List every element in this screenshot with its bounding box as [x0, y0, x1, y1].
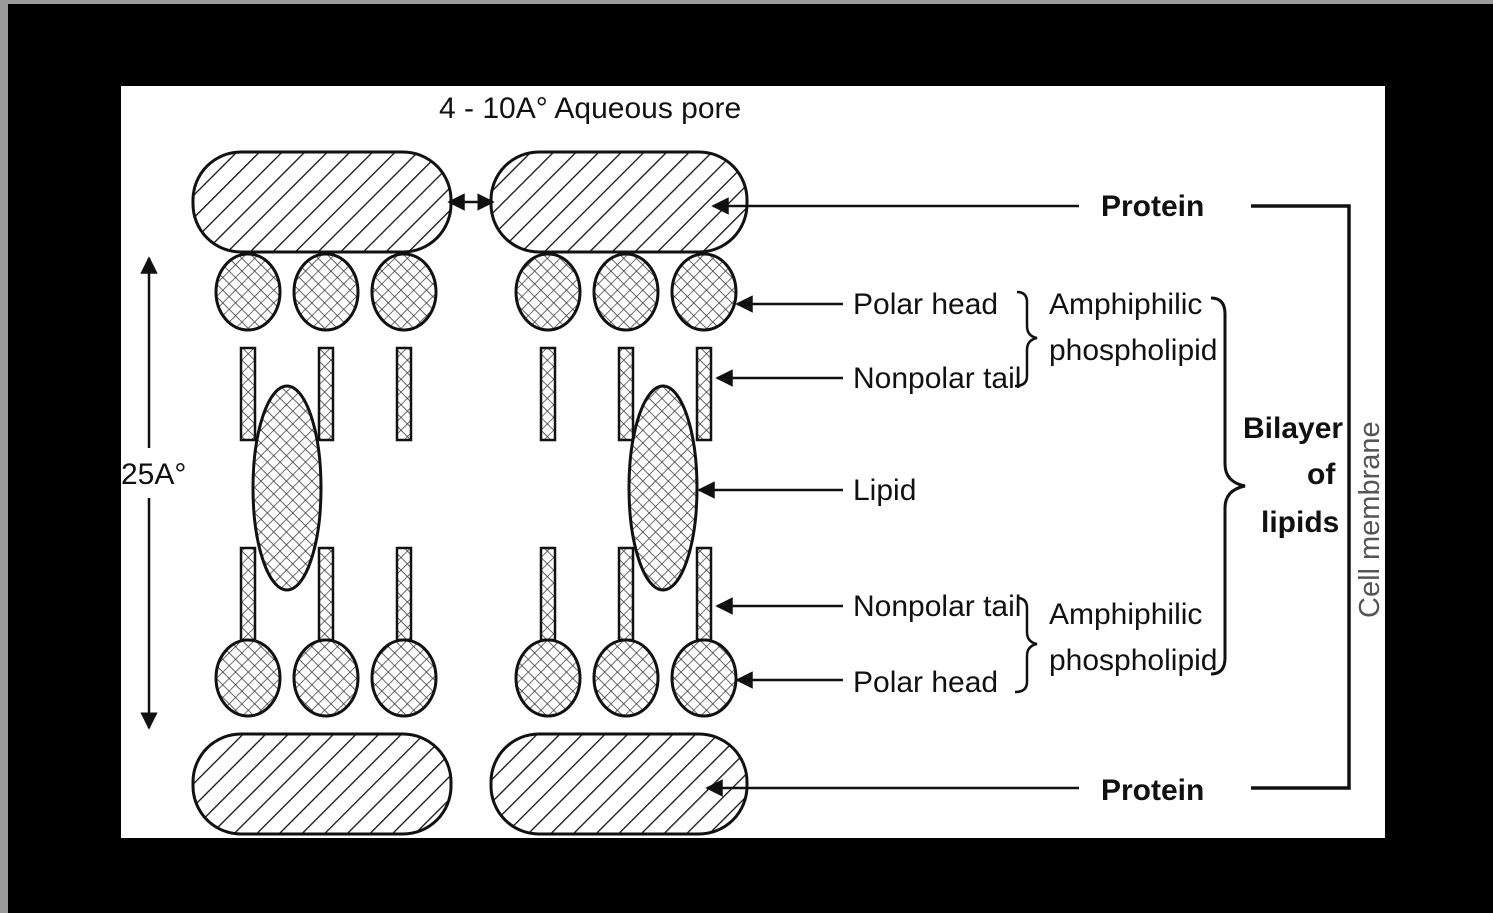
label-bilayer-3: lipids	[1261, 506, 1339, 539]
label-nonpolar-tail-top: Nonpolar tail	[853, 362, 1021, 395]
protein-top-right	[491, 152, 747, 252]
label-polar-head-top: Polar head	[853, 288, 998, 321]
screen-border-left	[0, 0, 8, 913]
bracket-cell-membrane	[1251, 206, 1349, 788]
label-amphiphilic-top-1: Amphiphilic	[1049, 288, 1202, 321]
protein-bottom-right	[491, 734, 747, 834]
lipid-right	[629, 386, 697, 590]
label-cell-membrane: Cell membrane	[1354, 421, 1385, 618]
upper-polar-heads	[216, 254, 736, 330]
lower-polar-heads	[216, 640, 736, 716]
label-lipid: Lipid	[853, 474, 916, 507]
lipid-left	[253, 386, 321, 590]
label-amphiphilic-top-2: phospholipid	[1049, 334, 1217, 367]
label-bilayer-1: Bilayer	[1243, 412, 1343, 445]
screen-border-top	[0, 0, 1493, 4]
label-bilayer-2: of	[1307, 458, 1336, 491]
label-amphiphilic-bottom-1: Amphiphilic	[1049, 598, 1202, 631]
label-protein-bottom: Protein	[1101, 774, 1204, 807]
label-protein-top: Protein	[1101, 190, 1204, 223]
label-amphiphilic-bottom-2: phospholipid	[1049, 644, 1217, 677]
label-nonpolar-tail-bottom: Nonpolar tail	[853, 590, 1021, 623]
thickness-label: 25A°	[121, 458, 186, 491]
pore-label: 4 - 10A° Aqueous pore	[439, 92, 741, 125]
protein-top-left	[193, 152, 451, 252]
label-polar-head-bottom: Polar head	[853, 666, 998, 699]
protein-bottom-left	[193, 734, 451, 834]
cell-membrane-diagram: 4 - 10A° Aqueous pore 25A° Protein Polar…	[121, 86, 1385, 838]
